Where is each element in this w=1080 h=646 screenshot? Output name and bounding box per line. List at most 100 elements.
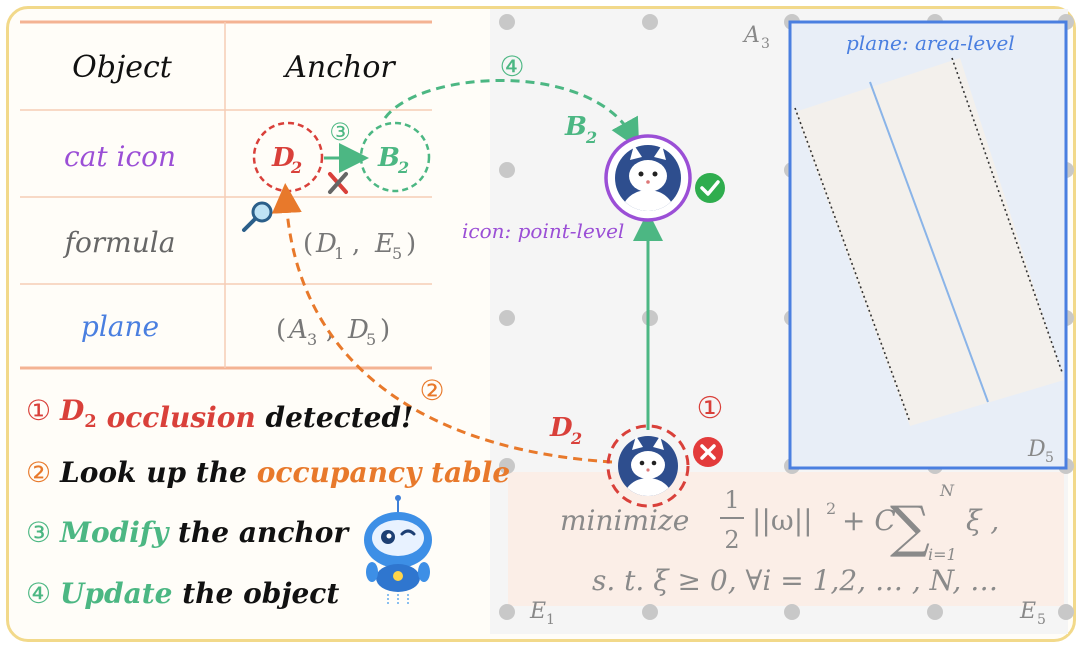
area-level-label: plane: area-level [846, 31, 1015, 55]
formula-frac-num: 1 [724, 486, 739, 514]
step-item: ④ Update the object [26, 577, 339, 610]
anchor-b2-sub: 2 [397, 158, 409, 177]
grid-dot [642, 310, 658, 326]
step-text: detected! [256, 401, 414, 434]
d2-label-sub: 2 [570, 429, 582, 448]
error-icon [693, 437, 723, 467]
grid-label-e5-sub: 5 [1037, 612, 1046, 628]
lookup-arrow [271, 183, 613, 464]
grid-dot [927, 604, 943, 620]
grid-dot [642, 14, 658, 30]
grid-dot [784, 604, 800, 620]
point-level-suffix: : point-level [505, 219, 625, 243]
step-text: Update [60, 577, 172, 610]
formula-sum-bottom: i=1 [928, 545, 957, 564]
formula-anchor-d1-sub: 1 [334, 244, 344, 263]
grid-label-a3-sub: 3 [761, 36, 770, 52]
step-number: ③ [26, 516, 60, 549]
formula-norm: ||ω|| [752, 504, 813, 537]
step-text: occlusion [97, 401, 256, 434]
step-number: ② [26, 456, 60, 489]
formula-minimize: minimize [560, 504, 689, 537]
grid-label-d5: D [1027, 437, 1046, 462]
step-text: the anchor [168, 516, 350, 549]
plane-anchor-d5-sub: 5 [366, 330, 376, 349]
formula-constraint: s. t. ξ ≥ 0, ∀i = 1,2, … , N, … [592, 564, 998, 597]
formula-xi: ξ , [966, 504, 999, 537]
formula-background [508, 472, 1064, 606]
plane-edge-right [951, 57, 1063, 373]
plane-anchor-a3-sub: 3 [307, 330, 317, 349]
d2-label: D [549, 413, 573, 443]
anchor-d2-sub: 2 [290, 158, 302, 177]
step-text: the object [172, 577, 339, 610]
step1-marker: ① [697, 391, 724, 426]
update-arrow [383, 79, 640, 150]
step4-marker: ④ [499, 50, 524, 83]
point-level-label: icon: point-level [462, 219, 624, 243]
step-item: ② Look up the occupancy table [26, 456, 510, 489]
formula-sum-sign: ∑ [890, 495, 930, 560]
grid-label-e1-sub: 1 [546, 612, 555, 628]
grid-dot [1058, 604, 1074, 620]
anchor-b2-letter: B [377, 143, 400, 173]
step-subscript: 2 [84, 411, 97, 432]
grid-dot [499, 310, 515, 326]
step-text: Modify [59, 516, 170, 549]
step2-marker: ② [419, 374, 444, 407]
anchor-d2-letter: D [271, 143, 295, 173]
grid-label-d5-sub: 5 [1045, 450, 1054, 466]
robot-mascot-icon [364, 495, 432, 606]
plane-paren-open: ( [276, 315, 286, 345]
formula-paren-close: ) [406, 229, 416, 259]
header-object: Object [72, 50, 173, 85]
anchor-b2-circle [359, 121, 431, 193]
cat-icon-b2 [604, 134, 692, 222]
formula-comma: , [352, 229, 360, 259]
magnifier-icon [242, 201, 273, 232]
formula-anchor-d1: D [315, 229, 337, 259]
plane-comma: , [326, 315, 334, 345]
area-level-suffix: : area-level [902, 31, 1015, 55]
step-number: ④ [26, 577, 60, 610]
grid-label-e1: E [529, 599, 546, 624]
step-item: ① D2 occlusion detected! [26, 394, 413, 434]
check-icon [695, 173, 725, 203]
plane-edge-left [794, 107, 911, 423]
header-anchor: Anchor [282, 50, 396, 85]
grid-dot [499, 458, 515, 474]
grid-dot [499, 162, 515, 178]
formula-frac-den: 2 [724, 526, 739, 554]
b2-label-sub: 2 [585, 128, 597, 147]
formula-anchor-e5: E [374, 229, 394, 259]
plane-center-line [869, 81, 989, 403]
grid-dot [499, 604, 515, 620]
tools-icon [328, 172, 348, 194]
grid-label-e5: E [1019, 599, 1036, 624]
grid-dot [499, 14, 515, 30]
formula-paren-open: ( [303, 229, 313, 259]
step-text: D [59, 394, 85, 427]
plane-paren-close: ) [380, 315, 390, 345]
row-plane: plane [81, 310, 159, 343]
row-cat-icon: cat icon [64, 140, 176, 173]
step-number: ① [26, 394, 60, 427]
grid-dot [642, 604, 658, 620]
plane-anchor-a3: A [287, 315, 308, 345]
step-text: Look up the [59, 456, 257, 489]
cat-icon-d2 [606, 424, 690, 508]
step3-marker: ③ [329, 118, 351, 146]
occupancy-table: Object Anchor cat icon formula plane D 2… [20, 20, 432, 370]
formula-norm-exp: 2 [826, 499, 836, 518]
svm-formula: minimize 1 2 ||ω|| 2 + C ∑ N i=1 ξ , s. … [560, 481, 999, 597]
step-text: occupancy table [257, 456, 510, 489]
step-item: ③ Modify the anchor [26, 516, 350, 549]
grid-label-a3: A [742, 23, 760, 48]
point-level-prefix: icon [462, 219, 505, 243]
formula-sum-top: N [939, 481, 955, 500]
formula-anchor-e5-sub: 5 [392, 244, 402, 263]
b2-label: B [564, 112, 587, 142]
area-level-prefix: plane [846, 31, 902, 55]
